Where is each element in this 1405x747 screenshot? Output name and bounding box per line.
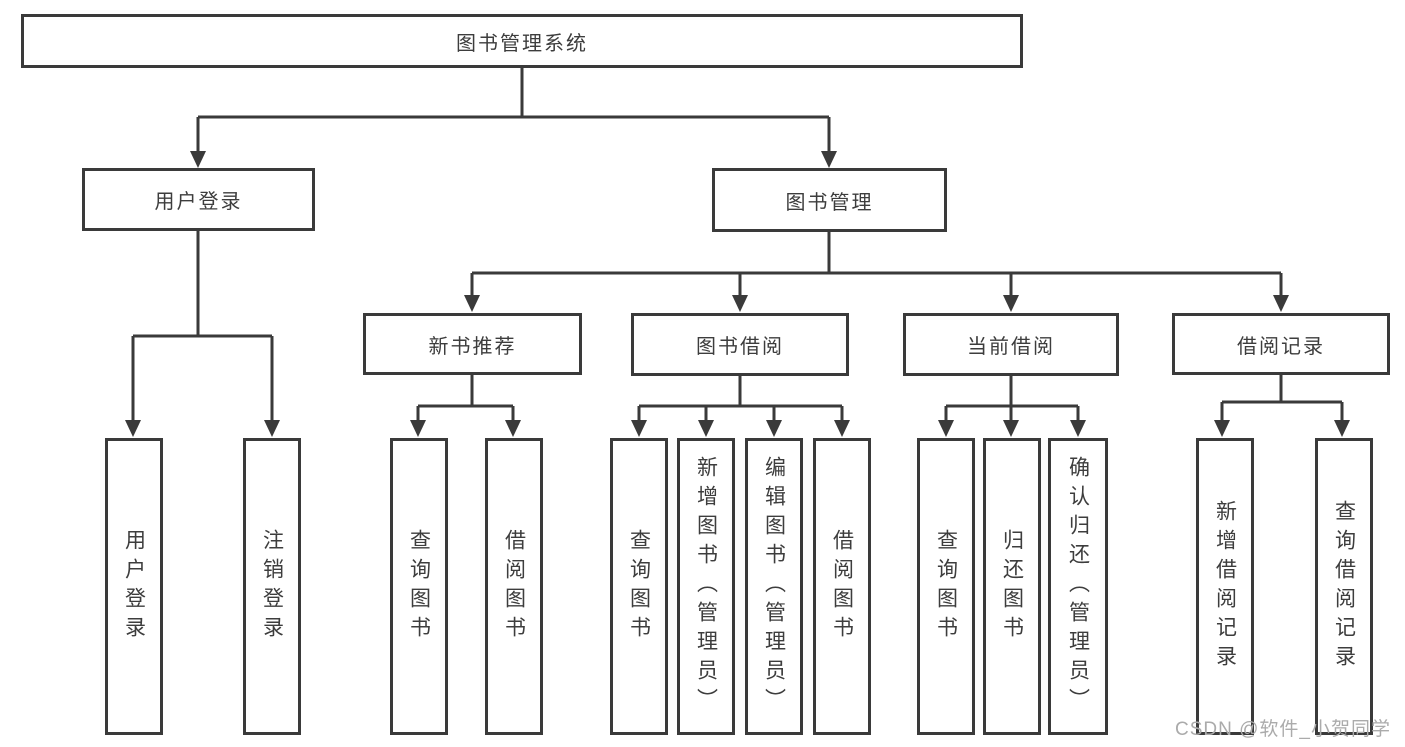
leaf-borrow-query-books: 查询图书 bbox=[610, 438, 668, 735]
leaf-current-confirm-return-admin-label: 确认归还（管理员） bbox=[1066, 456, 1090, 717]
node-new-book-recommend-label: 新书推荐 bbox=[428, 335, 517, 358]
node-root: 图书管理系统 bbox=[21, 14, 1023, 68]
leaf-newbook-borrow-books-label: 借阅图书 bbox=[502, 528, 526, 645]
edge-userlogin-to-leaves bbox=[125, 231, 280, 437]
leaf-logout: 注销登录 bbox=[243, 438, 301, 735]
leaf-newbook-borrow-books: 借阅图书 bbox=[485, 438, 543, 735]
leaf-newbook-query-books-label: 查询图书 bbox=[407, 528, 431, 645]
leaf-current-query-books: 查询图书 bbox=[917, 438, 975, 735]
leaf-records-query-record: 查询借阅记录 bbox=[1315, 438, 1373, 735]
node-book-borrowing: 图书借阅 bbox=[631, 313, 849, 376]
leaf-current-return-books: 归还图书 bbox=[983, 438, 1041, 735]
node-book-management-label: 图书管理 bbox=[785, 191, 874, 214]
leaf-records-add-record: 新增借阅记录 bbox=[1196, 438, 1254, 735]
leaf-current-query-books-label: 查询图书 bbox=[934, 528, 958, 645]
node-user-login: 用户登录 bbox=[82, 168, 315, 231]
leaf-borrow-add-books-admin-label: 新增图书（管理员） bbox=[694, 456, 718, 717]
edge-root-to-level2 bbox=[190, 68, 837, 168]
edge-borrowrecords-to-leaves bbox=[1214, 375, 1350, 437]
leaf-newbook-query-books: 查询图书 bbox=[390, 438, 448, 735]
leaf-current-return-books-label: 归还图书 bbox=[1000, 528, 1024, 645]
node-current-borrowing-label: 当前借阅 bbox=[967, 336, 1055, 358]
leaf-user-login: 用户登录 bbox=[105, 438, 163, 735]
leaf-records-query-record-label: 查询借阅记录 bbox=[1332, 499, 1356, 674]
node-borrowing-records: 借阅记录 bbox=[1172, 313, 1390, 375]
leaf-borrow-add-books-admin: 新增图书（管理员） bbox=[677, 438, 735, 735]
edge-newbookrec-to-leaves bbox=[410, 375, 521, 437]
csdn-watermark: CSDN @软件_小贺同学 bbox=[1175, 719, 1391, 740]
edge-bookmgmt-to-level3 bbox=[464, 232, 1289, 312]
leaf-user-login-label: 用户登录 bbox=[122, 528, 146, 645]
leaf-borrow-borrow-books-label: 借阅图书 bbox=[830, 528, 854, 645]
leaf-borrow-borrow-books: 借阅图书 bbox=[813, 438, 871, 735]
leaf-borrow-edit-books-admin: 编辑图书（管理员） bbox=[745, 438, 803, 735]
node-book-borrowing-label: 图书借阅 bbox=[696, 336, 784, 358]
node-book-management: 图书管理 bbox=[712, 168, 947, 232]
node-root-label: 图书管理系统 bbox=[456, 32, 588, 55]
leaf-borrow-query-books-label: 查询图书 bbox=[627, 528, 651, 645]
node-new-book-recommend: 新书推荐 bbox=[363, 313, 582, 375]
node-borrowing-records-label: 借阅记录 bbox=[1237, 335, 1325, 358]
leaf-current-confirm-return-admin: 确认归还（管理员） bbox=[1048, 438, 1108, 735]
edge-bookborrow-to-leaves bbox=[631, 376, 850, 437]
leaf-records-add-record-label: 新增借阅记录 bbox=[1213, 499, 1237, 674]
leaf-borrow-edit-books-admin-label: 编辑图书（管理员） bbox=[762, 456, 786, 717]
node-current-borrowing: 当前借阅 bbox=[903, 313, 1119, 376]
leaf-logout-label: 注销登录 bbox=[260, 528, 284, 645]
edge-currentborrow-to-leaves bbox=[938, 376, 1086, 437]
node-user-login-label: 用户登录 bbox=[154, 191, 243, 213]
